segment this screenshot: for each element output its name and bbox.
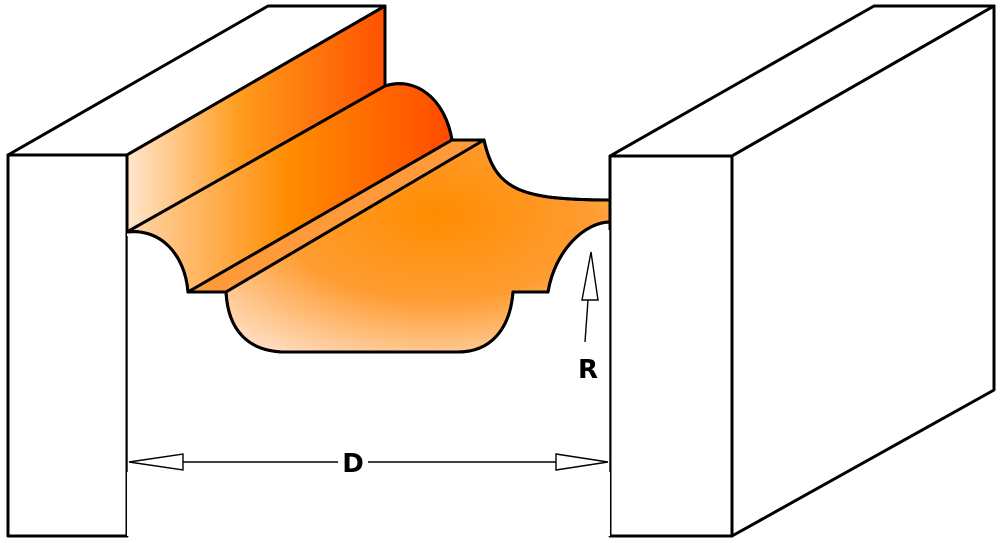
diameter-left-arrow [128,453,184,471]
radius-dimension: R [578,251,599,385]
right-block [608,4,996,538]
profile-front-outline [125,220,612,354]
profile-top-outline [383,82,612,202]
diameter-label: D [342,449,364,479]
left-block [6,4,387,538]
radius-label: R [578,355,598,385]
diameter-right-arrow [555,453,609,471]
radius-arrow [581,251,599,301]
left-block-front-face [6,153,129,538]
diameter-dimension: D [126,226,611,479]
right-block-front-face [608,154,734,538]
